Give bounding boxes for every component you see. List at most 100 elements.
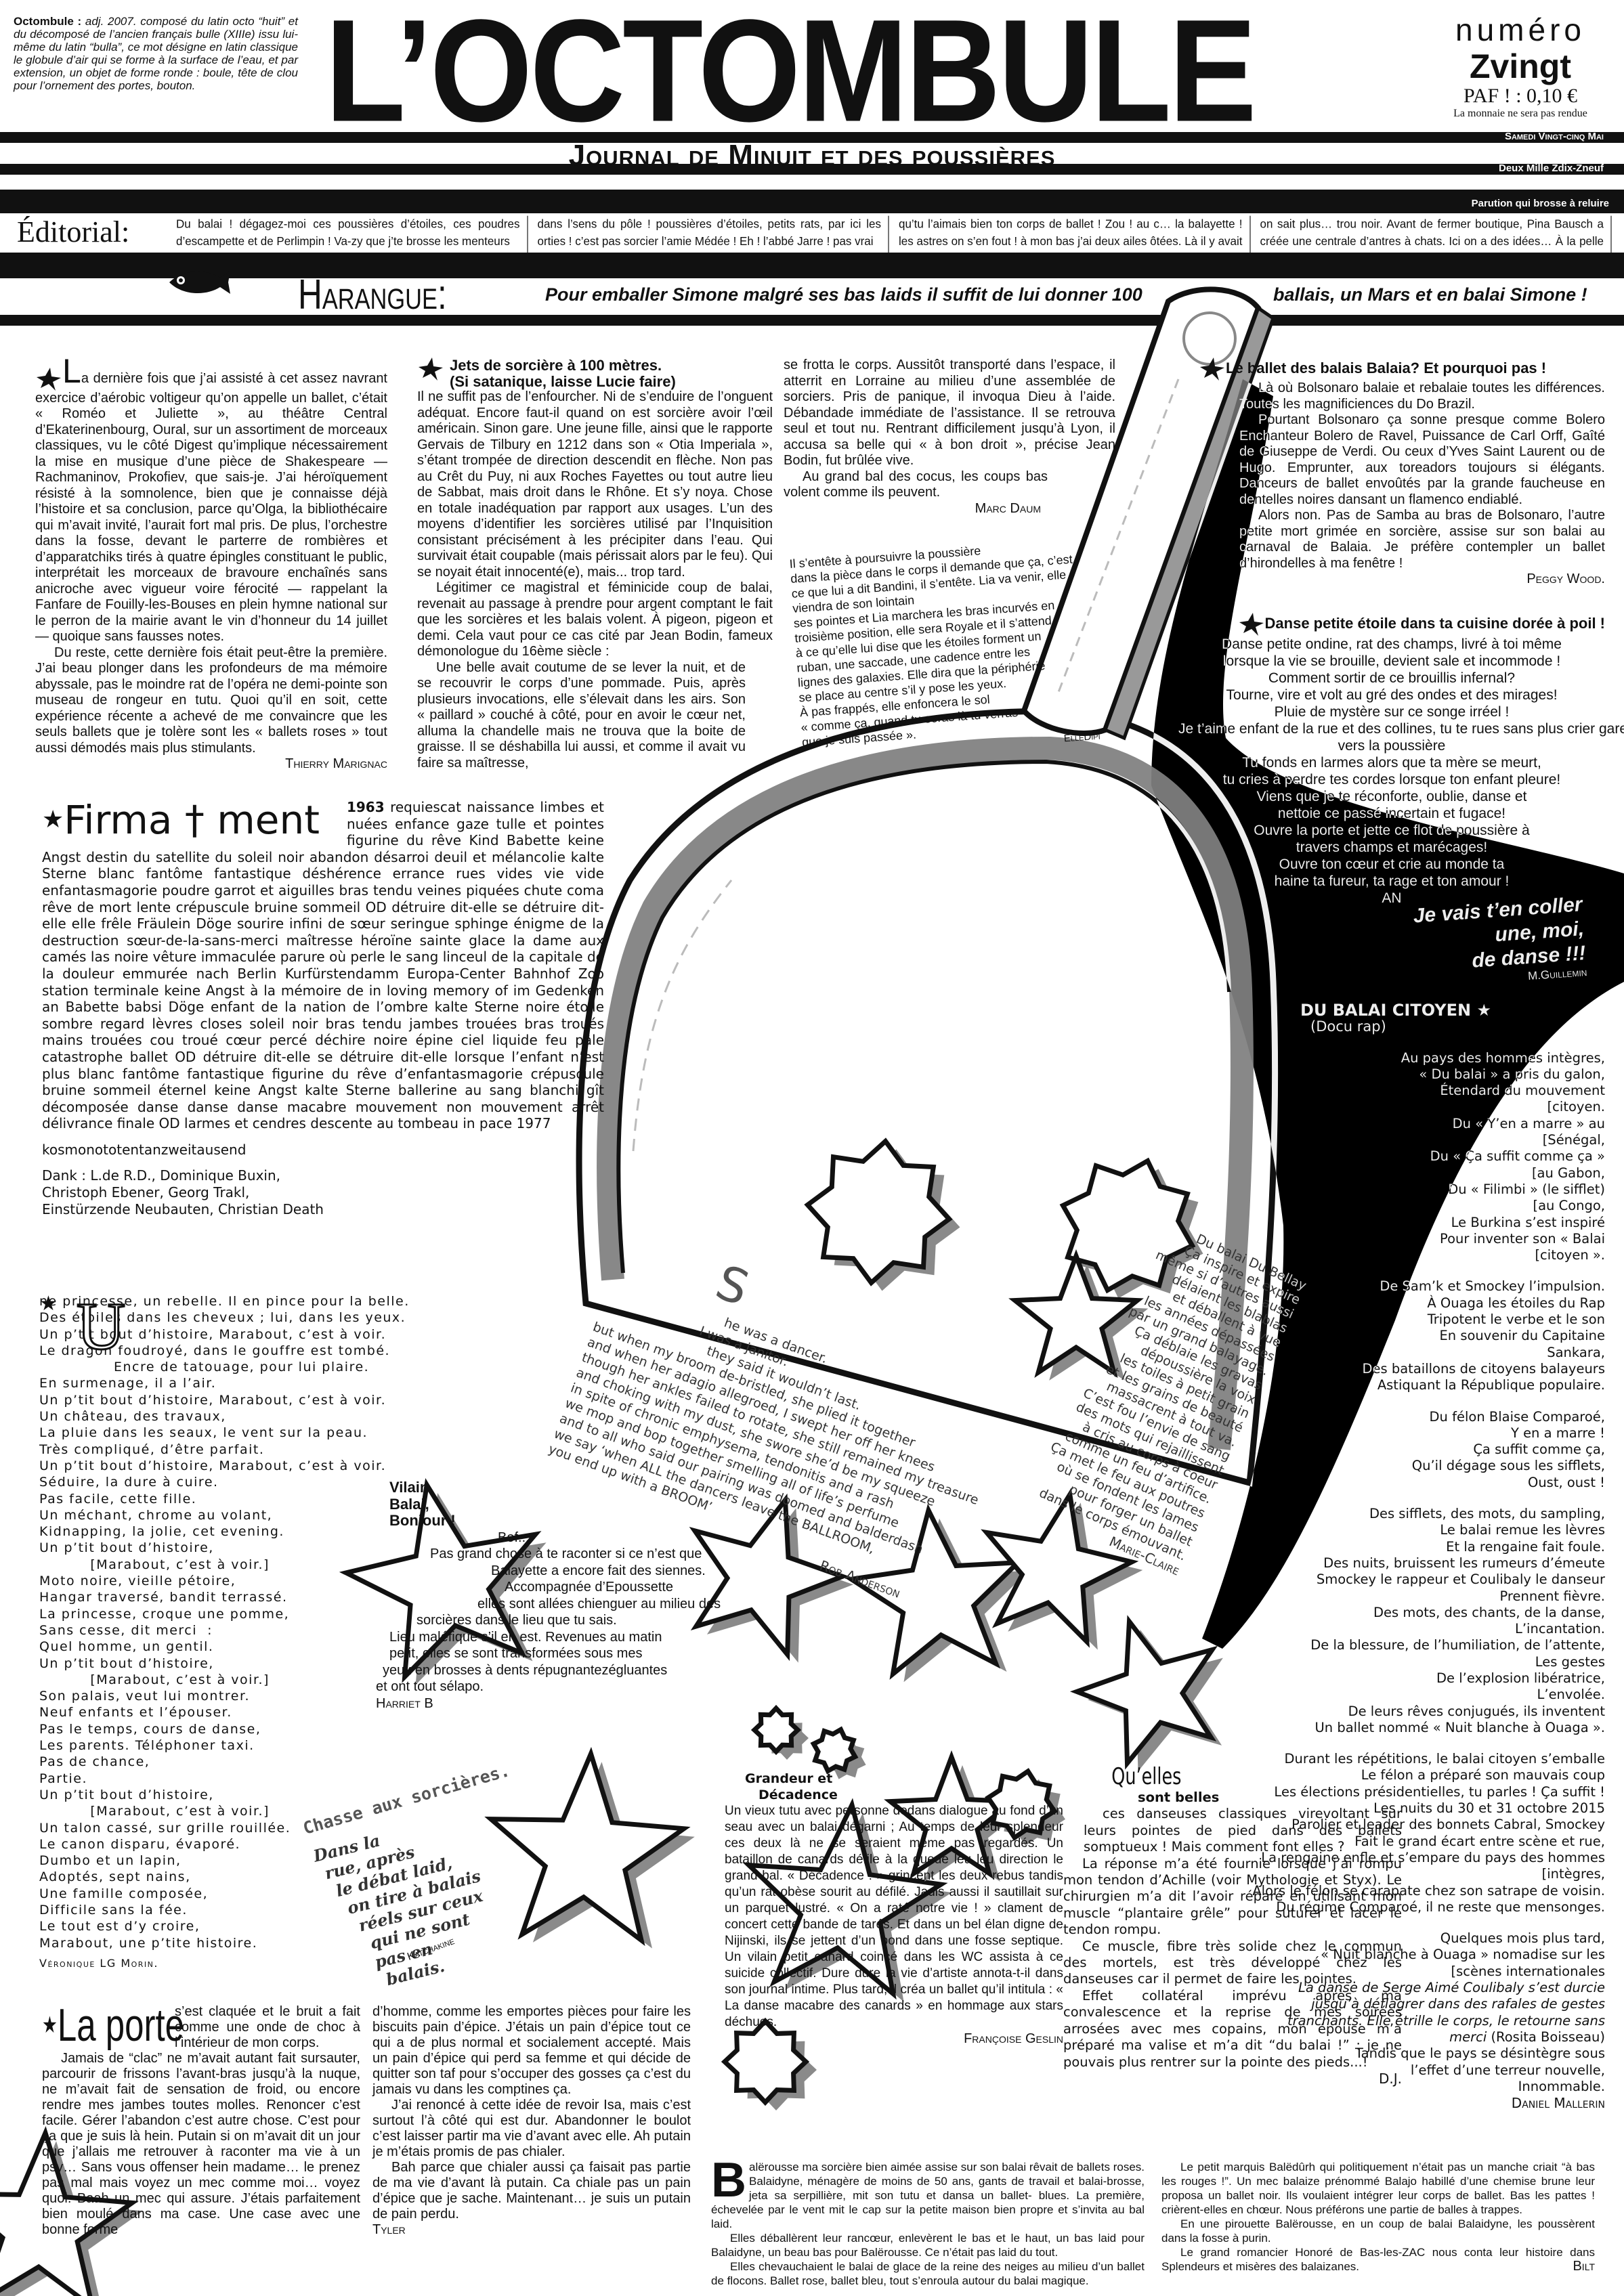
- line: Prennent fièvre.: [1499, 1588, 1605, 1604]
- line: Je t’aime enfant de la rue et des collin…: [1178, 721, 1624, 737]
- line: Parolier et leader des bonnets Cabral, S…: [1291, 1817, 1605, 1833]
- line: Des étoiles dans les cheveux ; lui, dans…: [39, 1310, 406, 1326]
- signature: kosmonototentanzweitausend: [42, 1141, 247, 1158]
- line: Séduire, la dure à cuire.: [39, 1475, 219, 1490]
- line: haine ta fureur, ta rage et ton amour !: [1274, 873, 1510, 889]
- paragraph: Pourtant Bolsonaro ça sonne presque comm…: [1239, 412, 1605, 507]
- line: Des mots, des chants, de la danse,: [1373, 1604, 1605, 1620]
- author: Peggy Wood.: [1526, 571, 1605, 586]
- author: Tyler: [372, 2222, 406, 2237]
- line: Le balai remue les lèvres: [1440, 1522, 1605, 1538]
- masthead-title-wrap: L’OCTOMBULE: [325, 0, 1382, 144]
- line: Du « Ça suffit comme ça »: [1430, 1148, 1605, 1165]
- line: [citoyen.: [1547, 1099, 1605, 1115]
- line: [au Congo,: [1533, 1198, 1605, 1214]
- line: L’envolée.: [1537, 1687, 1606, 1703]
- author: Thierry Marignac: [285, 756, 387, 772]
- line: Le félon a préparé son mauvais coup: [1361, 1767, 1605, 1783]
- line: Ouvre la porte et jette ce flot de pouss…: [1254, 823, 1530, 838]
- line: Fait le grand écart entre scène et rue,: [1354, 1833, 1605, 1849]
- line: La pluie dans les seaux, le vent sur la …: [39, 1425, 368, 1441]
- line: Un méchant, chrome au volant,: [39, 1507, 273, 1523]
- line: [citoyen ».: [1535, 1247, 1605, 1263]
- paragraph: Effet collatéral imprévu après ma conval…: [1063, 1987, 1402, 2070]
- line: « Nuit blanche à Ouaga » nomadise sur le…: [1321, 1947, 1605, 1963]
- line: Un talon cassé, sur grille rouillée.: [39, 1820, 291, 1836]
- line: [Marabout, c’est à voir.]: [39, 1557, 270, 1572]
- line: Balayette a encore fait des siennes.: [491, 1563, 706, 1578]
- paragraph: J’ai renoncé à cette idée de revoir Isa,…: [372, 2098, 691, 2159]
- line: Bof...: [498, 1530, 530, 1545]
- line: Un p’tit bout d’histoire,: [39, 1655, 214, 1671]
- line: Les élections présidentielles, tu parles…: [1274, 1783, 1605, 1800]
- line: Oust, oust !: [1527, 1474, 1605, 1490]
- star-bullet-icon: ★: [42, 806, 64, 833]
- line: vers la poussière: [1338, 738, 1446, 754]
- star-illustration: [484, 1747, 691, 1947]
- line: petit, elles se sont transformées sous m…: [389, 1646, 643, 1661]
- line: Ça suffit comme ça,: [1473, 1442, 1605, 1458]
- star-illustration: [0, 2126, 139, 2296]
- parution-note: Parution qui brosse à reluire: [1471, 198, 1609, 209]
- editorial-strip: Du balai ! dégagez-moi ces poussières d’…: [176, 215, 1612, 265]
- article-la-porte-col2: d’homme, comme les emportes pièces pour …: [372, 2004, 691, 2238]
- line: lorsque la vie se brouille, devient sale…: [1222, 653, 1561, 669]
- line: Un p’tit bout d’histoire, Marabout, c’es…: [39, 1392, 387, 1408]
- line: [1246, 1736, 1605, 1751]
- rule-bar: [0, 132, 1624, 143]
- star-illustration: [1069, 1615, 1218, 1770]
- article-ballet-des-balais: Le ballet des balais Balaia? Et pourquoi…: [1200, 358, 1605, 588]
- article-title: ★La porte: [42, 2002, 184, 2048]
- date-line-2: Deux Mille Zdix-Zneuf: [1498, 163, 1604, 174]
- line: La rengaine enfle et s’empare du pays de…: [1261, 1849, 1605, 1865]
- paragraph: En une pirouette Balërousse, en un coup …: [1161, 2217, 1595, 2245]
- paragraph: Le grand romancier Honoré de Bas-les-ZAC…: [1161, 2246, 1595, 2273]
- harangue-text-left: Pour emballer Simone malgré ses bas laid…: [545, 284, 1142, 305]
- article-title: Jets de sorcière à 100 mètres. (Si satan…: [417, 358, 773, 389]
- article-title: Le ballet des balais Balaia? Et pourquoi…: [1199, 358, 1605, 381]
- line: Smockey le rappeur et Coulibaly le danse…: [1316, 1572, 1605, 1588]
- line: l’effet d’une terreur nouvelle,: [1410, 2062, 1605, 2078]
- star-bullet-icon: [1199, 358, 1226, 381]
- author: Marc Daum: [975, 500, 1041, 516]
- subheadline: (Docu rap): [1310, 1018, 1386, 1035]
- line: Le tout est d’y croire,: [39, 1919, 200, 1934]
- line: Tripotent le verbe et le son: [1427, 1312, 1605, 1328]
- line: Tourne, vire et volt au gré des ondes et…: [1226, 687, 1558, 703]
- editorial-label: Éditorial:: [17, 215, 130, 248]
- star-bullet-icon: ★: [1476, 1001, 1491, 1020]
- paragraph: ces danseuses classiques virevoltant sur…: [1084, 1806, 1402, 1855]
- line: Astiquant la République populaire.: [1377, 1377, 1605, 1393]
- line: [1246, 1491, 1605, 1506]
- paragraph: Là où Bolsonaro balaie et rebalaie toute…: [1239, 381, 1605, 412]
- paragraph: s’est claquée et le bruit a fait comme u…: [175, 2004, 360, 2050]
- line: Accompagnée d’Epoussette: [505, 1580, 674, 1595]
- article-jets-de-sorciere: Jets de sorcière à 100 mètres. (Si satan…: [417, 358, 773, 771]
- line: [au Gabon,: [1531, 1165, 1605, 1181]
- line: Les parents. Téléphoner taxi.: [39, 1738, 255, 1754]
- paragraph: Bah parce que chialer aussi ça faisait p…: [372, 2160, 691, 2222]
- article-body: Un vieux tutu avec personne dedans dialo…: [725, 1804, 1063, 2029]
- rule-bar-thick: [0, 190, 1624, 213]
- star-bullet-icon: [417, 358, 444, 381]
- line: [Marabout, c’est à voir.]: [39, 1672, 270, 1687]
- line: Qu’il dégage sous les sifflets,: [1411, 1458, 1605, 1474]
- line: De l’explosion libératrice,: [1436, 1670, 1605, 1686]
- line: Adoptés, sept nains,: [39, 1869, 191, 1885]
- rule-bar: [0, 164, 1624, 175]
- drop-cap: U: [76, 1288, 127, 1364]
- star-illustration: [750, 1704, 802, 1756]
- paragraph: Alors non. Pas de Samba au bras de Bolso…: [1239, 508, 1605, 571]
- line: Sans cesse, dit merci :: [39, 1622, 213, 1638]
- line: Décadence: [758, 1788, 838, 1802]
- star-illustration: [721, 2017, 810, 2106]
- line: Comment sortir de ce brouillis infernal?: [1268, 670, 1516, 686]
- paragraph: Du reste, cette dernière fois était peut…: [35, 645, 387, 756]
- line: De la blessure, de l’humiliation, de l’a…: [1310, 1637, 1605, 1653]
- article-marignac: La dernière fois que j’ai assisté à cet …: [35, 354, 387, 773]
